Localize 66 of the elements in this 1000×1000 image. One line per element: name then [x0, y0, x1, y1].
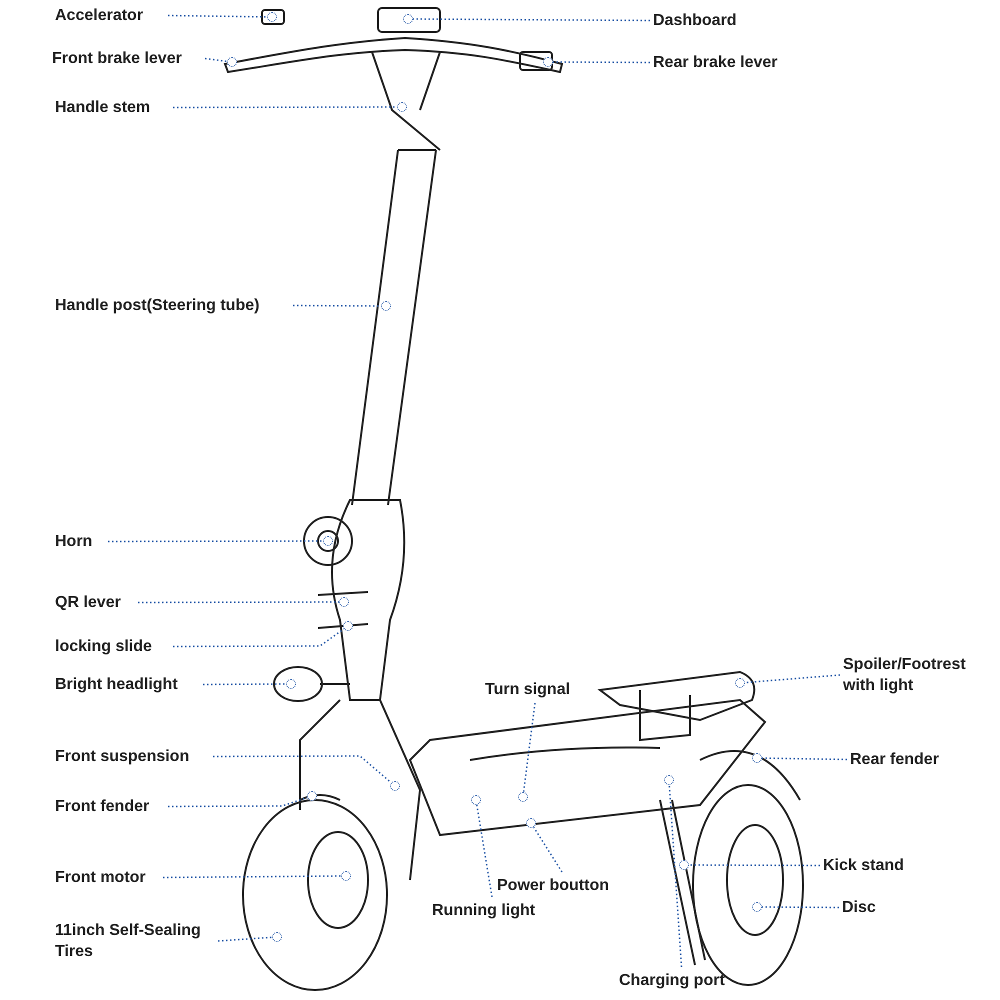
part-label: Power boutton	[497, 875, 627, 896]
leader-line	[168, 796, 308, 808]
target-dot	[339, 597, 349, 607]
target-dot	[343, 621, 353, 631]
leader-line	[762, 906, 839, 908]
part-label: Bright headlight	[55, 674, 200, 695]
part-label: Spoiler/Footrest with light	[843, 654, 993, 696]
part-label: Turn signal	[485, 679, 585, 700]
part-label: Front brake lever	[52, 48, 202, 69]
target-dot	[323, 536, 333, 546]
target-dot	[752, 902, 762, 912]
part-label: Handle post(Steering tube)	[55, 295, 290, 316]
part-label: Rear fender	[850, 749, 960, 770]
part-label: Front fender	[55, 796, 165, 817]
part-label: Charging port	[619, 970, 744, 991]
leader-line	[108, 540, 323, 542]
leader-line	[218, 936, 272, 942]
part-label: locking slide	[55, 636, 170, 657]
leader-line	[668, 784, 682, 968]
part-label: Front motor	[55, 867, 160, 888]
part-label: Disc	[842, 897, 887, 918]
part-label: Rear brake lever	[653, 52, 803, 73]
target-dot	[543, 57, 553, 67]
leader-line	[213, 755, 392, 784]
leader-line	[138, 601, 339, 604]
part-label: Dashboard	[653, 10, 773, 31]
target-dot	[267, 12, 277, 22]
leader-line	[533, 826, 563, 872]
leader-line	[293, 304, 381, 307]
part-label: QR lever	[55, 592, 135, 613]
target-dot	[381, 301, 391, 311]
target-dot	[526, 818, 536, 828]
leader-line	[744, 674, 840, 684]
target-dot	[341, 871, 351, 881]
target-dot	[397, 102, 407, 112]
part-label: Running light	[432, 900, 552, 921]
part-label: Horn	[55, 531, 105, 552]
part-label: Accelerator	[55, 5, 165, 26]
part-label: Handle stem	[55, 97, 170, 118]
target-dot	[272, 932, 282, 942]
target-dot	[735, 678, 745, 688]
leader-line	[476, 804, 493, 898]
target-dot	[518, 792, 528, 802]
leader-line	[203, 683, 286, 686]
leader-line	[762, 757, 848, 760]
part-label: Kick stand	[823, 855, 918, 876]
part-label: 11inch Self-Sealing Tires	[55, 920, 215, 962]
target-dot	[286, 679, 296, 689]
leader-line	[689, 864, 820, 866]
target-dot	[752, 753, 762, 763]
target-dot	[390, 781, 400, 791]
target-dot	[307, 791, 317, 801]
leader-line	[173, 628, 344, 648]
target-dot	[679, 860, 689, 870]
leader-line	[522, 702, 536, 792]
leader-line	[168, 14, 268, 18]
part-label: Front suspension	[55, 746, 210, 767]
leader-line	[173, 106, 397, 108]
target-dot	[227, 57, 237, 67]
leader-line	[204, 58, 228, 62]
target-dot	[403, 14, 413, 24]
target-dot	[471, 795, 481, 805]
leader-line	[413, 18, 650, 22]
target-dot	[664, 775, 674, 785]
leader-line	[553, 61, 650, 64]
leader-line	[163, 875, 341, 878]
